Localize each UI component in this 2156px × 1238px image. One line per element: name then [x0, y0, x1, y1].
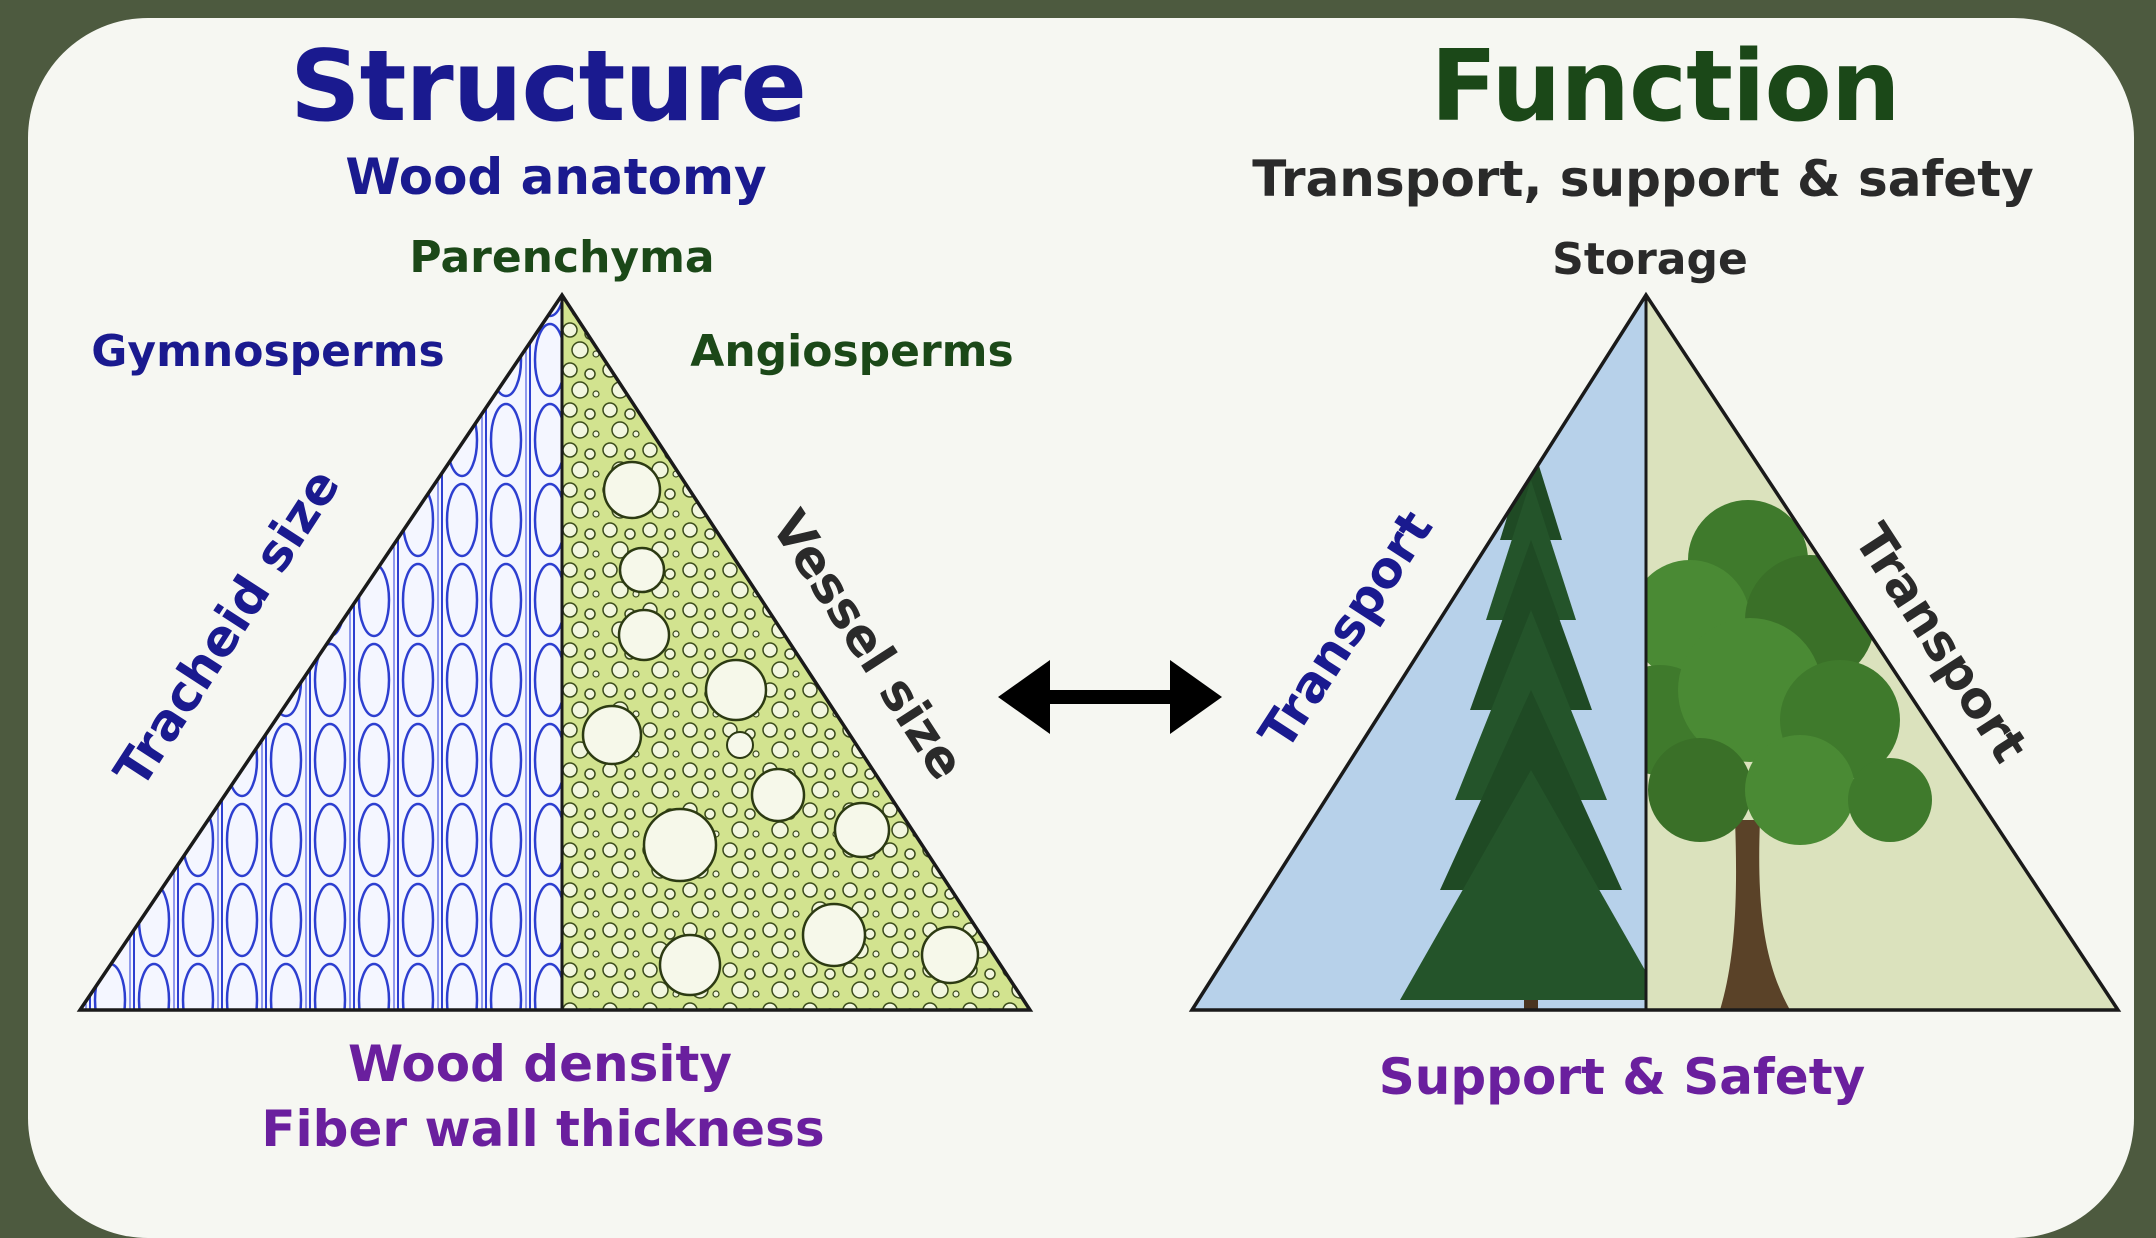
diagram-graphics	[76, 291, 2122, 1012]
function-triangle	[1188, 291, 2122, 1012]
wood-density-label: Wood density	[348, 1035, 732, 1093]
fiber-wall-thickness-label: Fiber wall thickness	[261, 1100, 825, 1158]
angiosperm-vessel-texture	[562, 295, 1030, 1010]
structure-title: Structure	[289, 30, 807, 144]
function-title: Function	[1430, 30, 1900, 144]
conifer-tree-icon	[1400, 440, 1646, 1010]
structure-subtitle: Wood anatomy	[345, 148, 767, 206]
support-safety-label: Support & Safety	[1378, 1048, 1866, 1106]
parenchyma-label: Parenchyma	[409, 232, 715, 283]
deciduous-tree-icon	[1646, 500, 1932, 1010]
angiosperms-label: Angiosperms	[690, 326, 1014, 377]
storage-label: Storage	[1552, 234, 1748, 285]
function-subtitle: Transport, support & safety	[1252, 150, 2034, 208]
gymnosperms-label: Gymnosperms	[91, 326, 445, 377]
double-headed-arrow-icon	[998, 660, 1222, 734]
gymnosperm-tracheid-texture	[80, 295, 562, 1010]
